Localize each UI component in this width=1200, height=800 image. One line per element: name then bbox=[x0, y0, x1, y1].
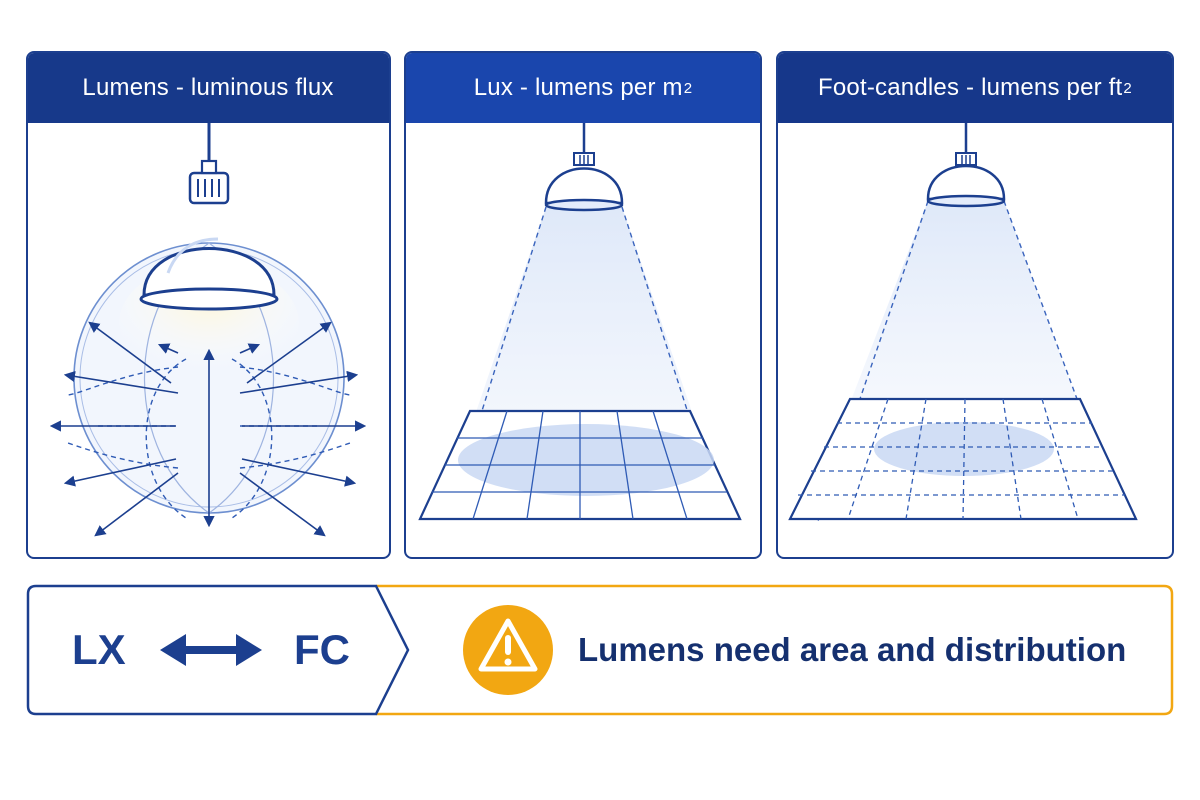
footcandles-panel-superscript: 2 bbox=[1123, 79, 1132, 97]
footcandles-illustration bbox=[788, 123, 1138, 522]
double-arrow-icon bbox=[160, 634, 262, 666]
footcandles-floor-grid bbox=[788, 397, 1138, 521]
lux-illustration bbox=[418, 123, 742, 521]
lux-light-cone bbox=[462, 207, 706, 453]
lamp-shade bbox=[142, 247, 276, 297]
warning-icon bbox=[463, 605, 553, 695]
lamp-socket bbox=[188, 171, 230, 205]
conversion-banner: LX FC Lumens need area and distribution bbox=[26, 584, 1174, 716]
lumens-panel: Lumens - luminous flux bbox=[26, 51, 391, 559]
lumens-flux-illustration bbox=[49, 123, 367, 537]
banner-frame bbox=[26, 584, 1174, 716]
footcandles-light-cone bbox=[850, 201, 1078, 403]
lux-floor-grid bbox=[418, 409, 742, 521]
lux-panel-title: Lux - lumens per m bbox=[473, 74, 683, 101]
lumens-panel-header: Lumens - luminous flux bbox=[28, 53, 389, 123]
footcandles-panel-title: Foot-candles - lumens per ft bbox=[818, 74, 1123, 101]
lumens-panel-title: Lumens - luminous flux bbox=[82, 74, 334, 101]
lux-lamp-shade bbox=[544, 167, 624, 205]
lux-panel-superscript: 2 bbox=[683, 79, 693, 97]
lux-unit-label: LX bbox=[72, 626, 126, 673]
warning-message: Lumens need area and distribution bbox=[578, 631, 1127, 668]
footcandles-lamp-shade bbox=[926, 164, 1006, 201]
footcandle-unit-label: FC bbox=[294, 626, 350, 673]
